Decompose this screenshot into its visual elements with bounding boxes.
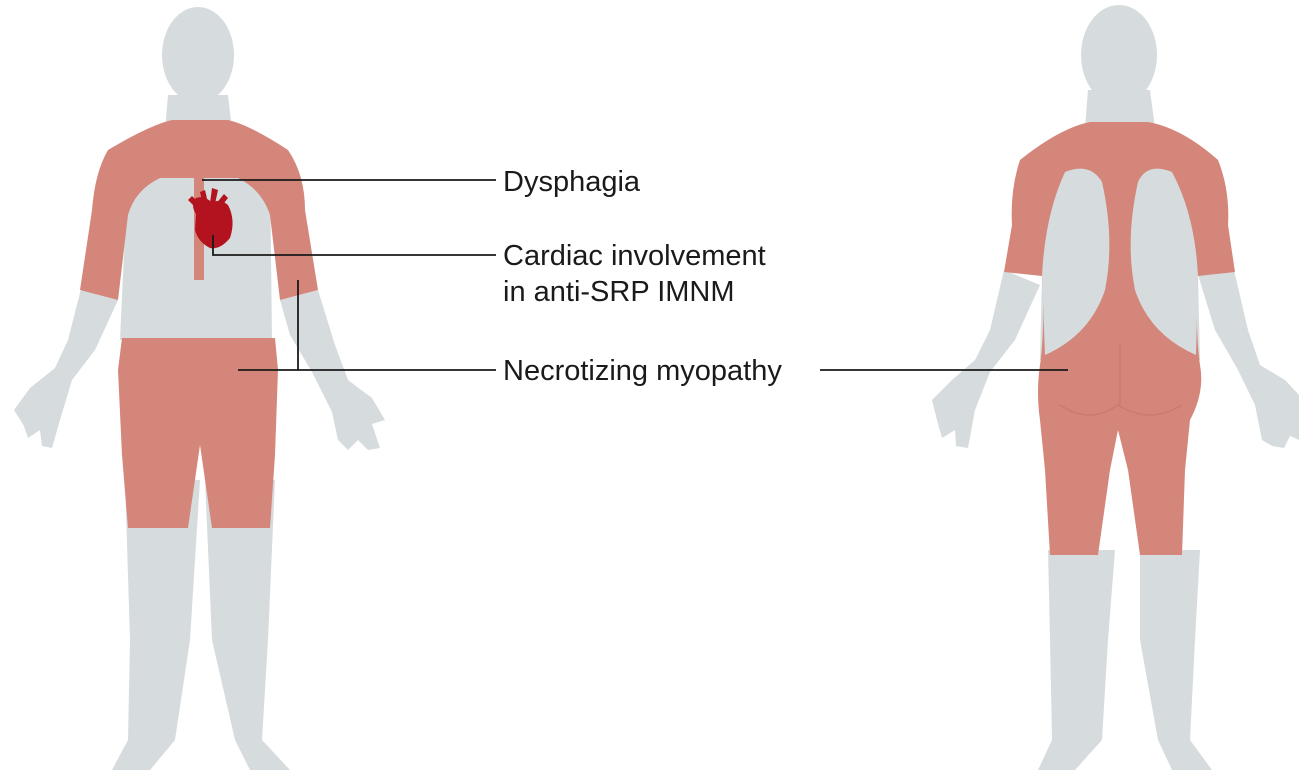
- back-head: [1081, 5, 1157, 105]
- back-body-figure: [932, 5, 1299, 770]
- cardiac-label-line1: Cardiac involvement: [503, 240, 766, 272]
- back-left-leg: [1038, 550, 1115, 770]
- back-left-arm: [932, 270, 1040, 448]
- front-left-arm: [14, 285, 118, 448]
- cardiac-label-line2: in anti-SRP IMNM: [503, 276, 735, 308]
- back-right-arm: [1198, 270, 1299, 448]
- dysphagia-label: Dysphagia: [503, 166, 641, 198]
- back-right-leg: [1140, 550, 1212, 770]
- front-head: [162, 7, 234, 103]
- front-body-figure: [14, 7, 385, 770]
- necrotizing-label: Necrotizing myopathy: [503, 355, 782, 387]
- back-muscle: [1004, 122, 1235, 555]
